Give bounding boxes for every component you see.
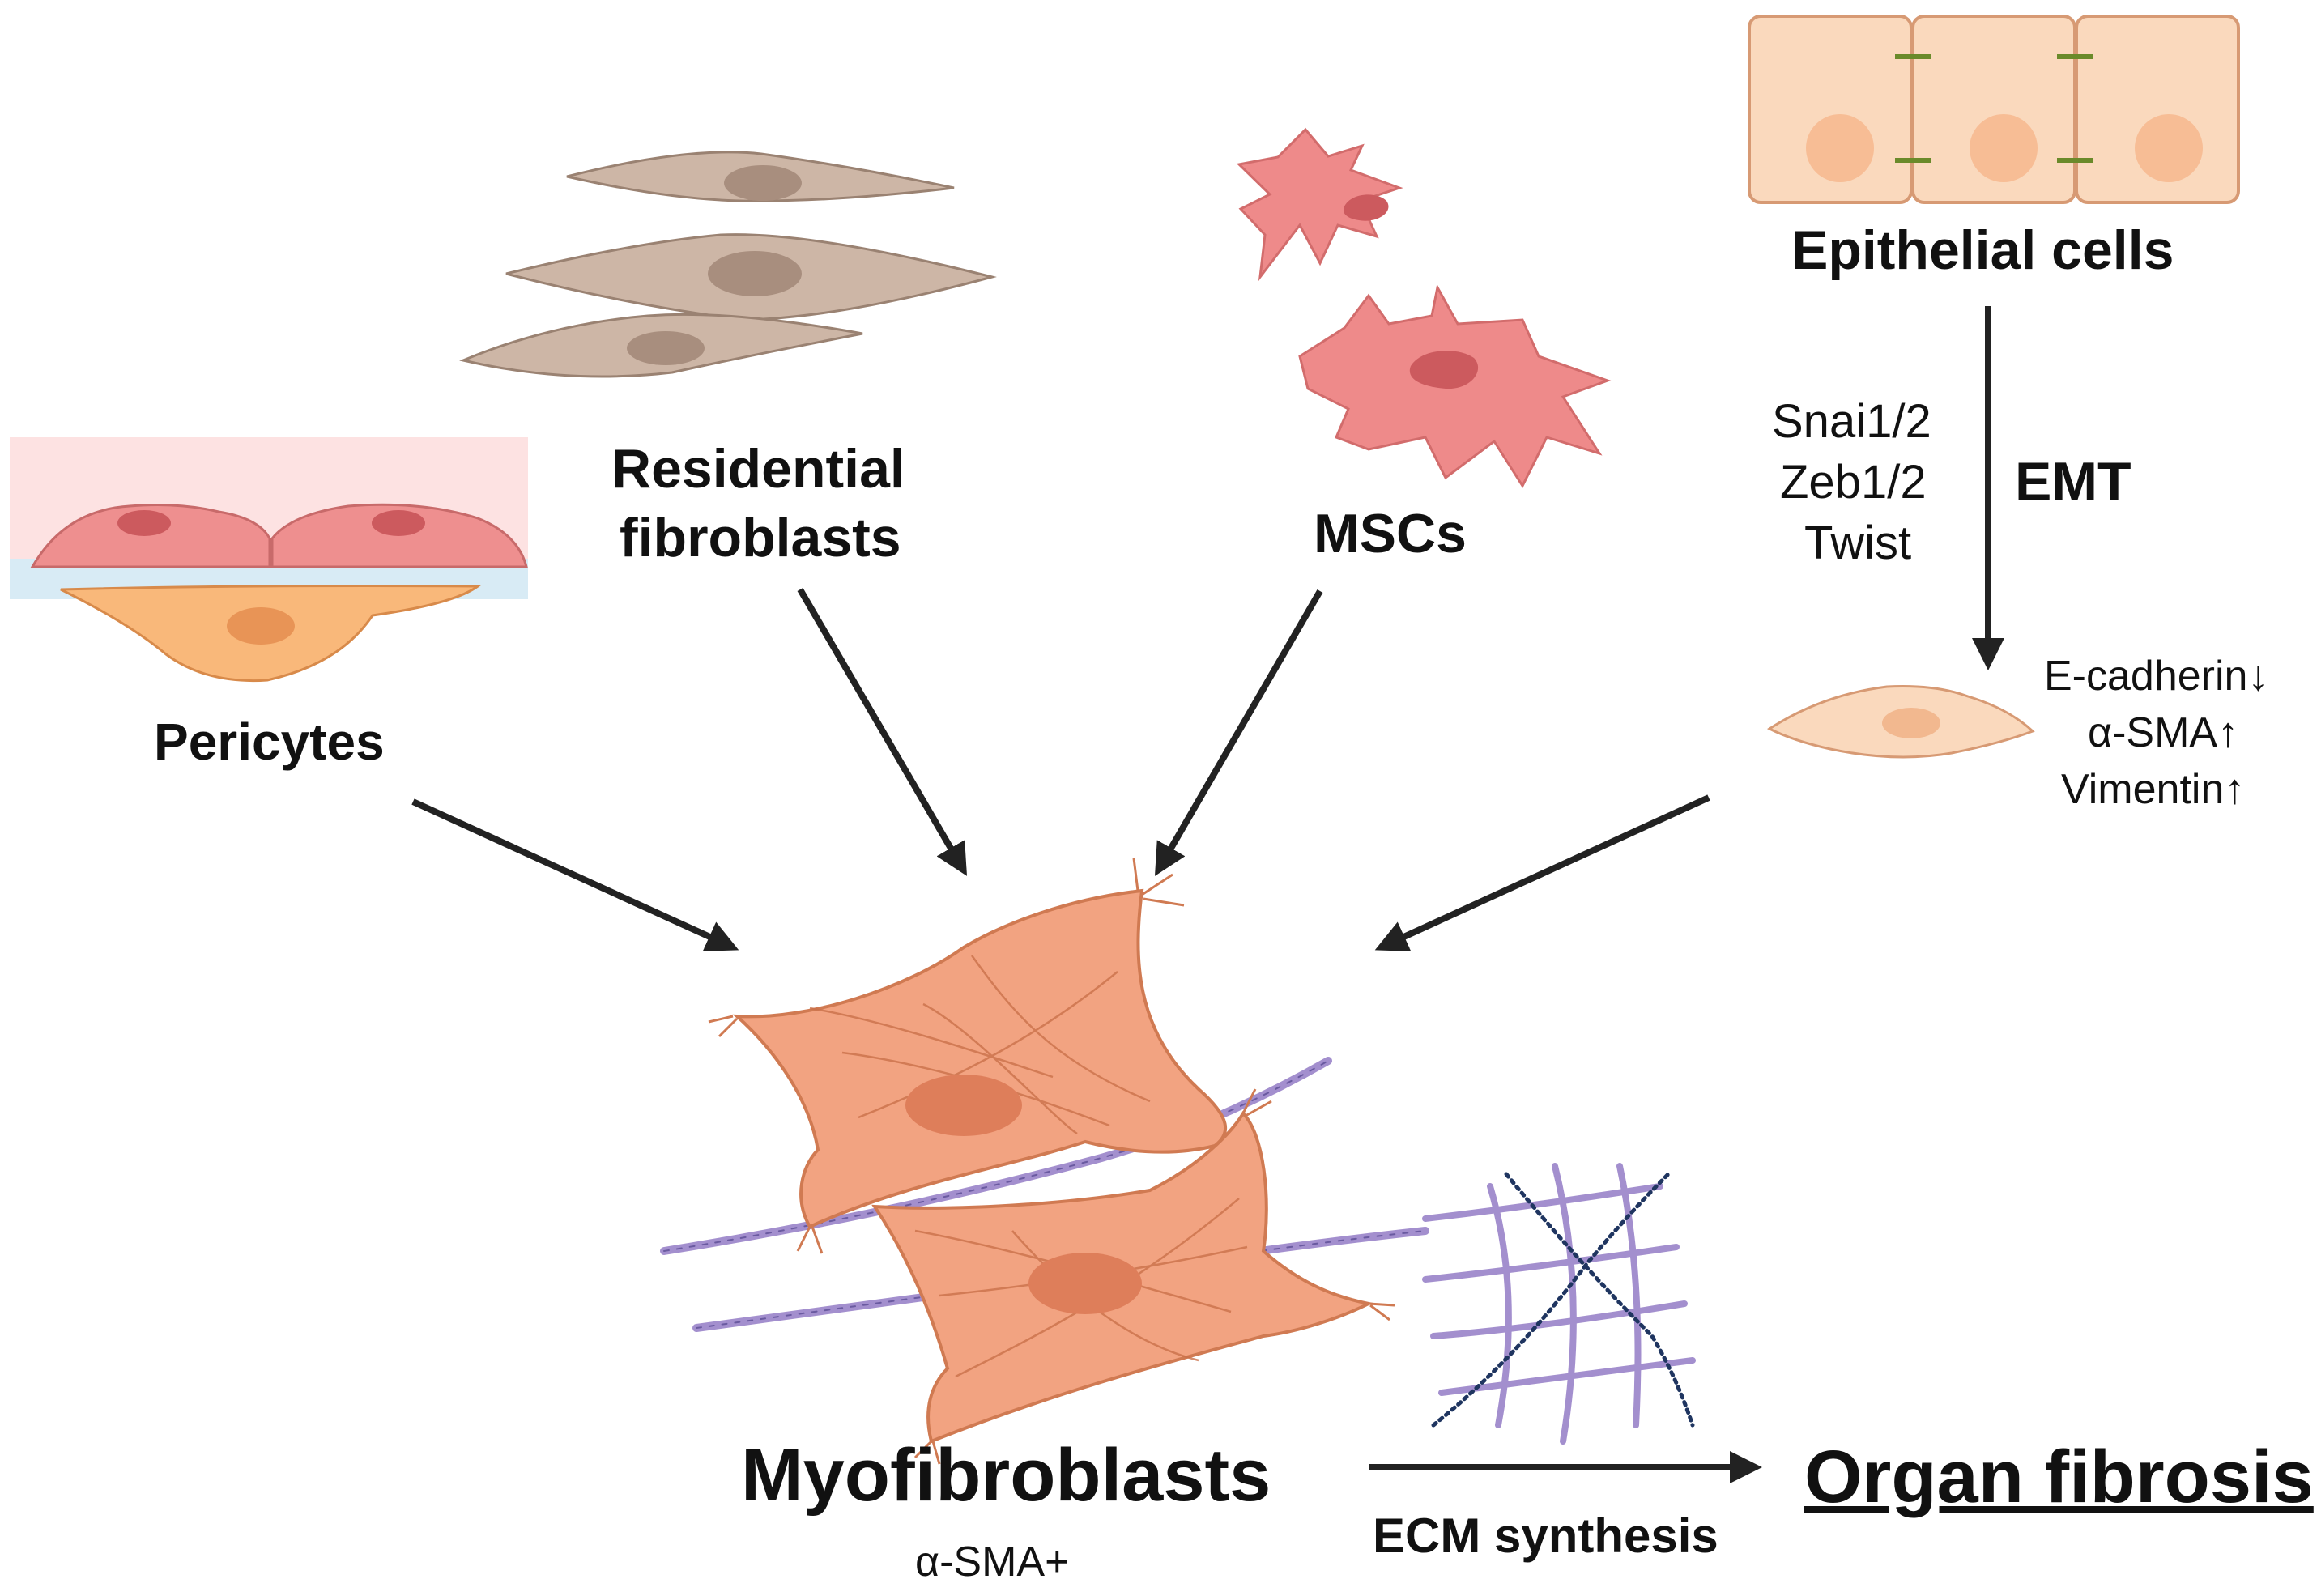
epithelial-cells-illustration — [1748, 15, 2240, 204]
arrow-pericytes-to-myofibroblasts — [411, 798, 739, 951]
arrow-fibroblasts-to-myofibroblasts — [797, 587, 968, 876]
label-organ-fibrosis: Organ fibrosis — [1804, 1436, 2314, 1518]
pericytes-illustration — [10, 437, 528, 683]
label-tf-snai: Snai1/2 — [1772, 395, 1931, 448]
arrow-mscs-to-myofibroblasts — [1154, 589, 1323, 876]
label-emt: EMT — [2015, 451, 2131, 513]
arrows — [411, 306, 2004, 1483]
label-marker-asma: α-SMA↑ — [2088, 709, 2239, 756]
label-residential-fibroblasts-line2: fibroblasts — [620, 507, 901, 568]
label-tf-twist: Twist — [1804, 517, 1912, 569]
label-myofibroblasts: Myofibroblasts — [741, 1434, 1271, 1517]
label-ecm-synthesis: ECM synthesis — [1373, 1509, 1718, 1563]
label-pericytes: Pericytes — [154, 713, 385, 771]
mscs-illustration — [1236, 127, 1612, 489]
myofibroblasts-illustration — [708, 858, 1395, 1465]
residential-fibroblasts-illustration — [459, 151, 997, 378]
label-tf-zeb: Zeb1/2 — [1780, 456, 1927, 509]
label-epithelial-cells: Epithelial cells — [1791, 219, 2174, 281]
arrow-emt-cell-to-myofibroblasts — [1374, 794, 1710, 951]
label-mscs: MSCs — [1314, 503, 1467, 564]
mesenchymal-cell-illustration — [1766, 685, 2035, 759]
label-marker-vimentin: Vimentin↑ — [2061, 766, 2246, 813]
label-residential-fibroblasts-line1: Residential — [611, 438, 905, 500]
ecm-fiber-mesh-illustration — [1422, 1163, 1696, 1445]
label-marker-ecadherin: E-cadherin↓ — [2044, 653, 2269, 700]
label-myofibroblast-marker: α-SMA+ — [915, 1539, 1070, 1585]
